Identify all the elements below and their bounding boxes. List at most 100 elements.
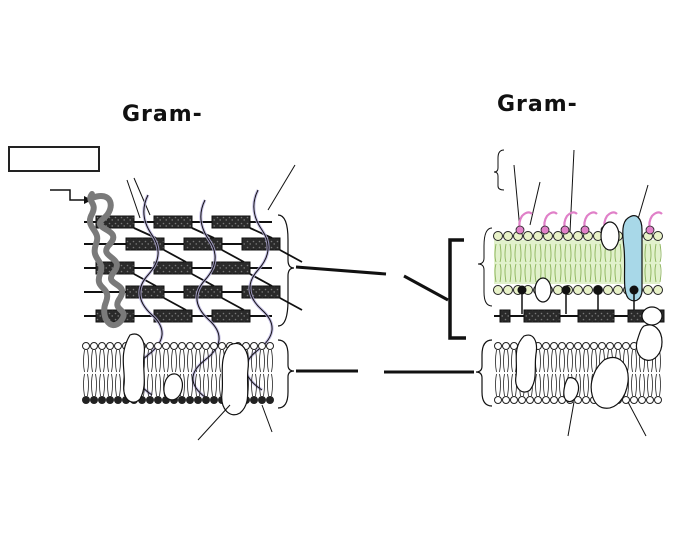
phospholipid-head-outer [114,342,122,350]
phospholipid-tails-inner [259,373,265,397]
phospholipid-head-inner [582,396,590,404]
lipid-tail-inner [554,263,562,283]
phospholipid-tails-inner [583,373,589,397]
lps-o-antigen-sugar [543,211,558,231]
phospholipid-tails-inner [631,373,637,397]
peptide-crosslink [279,297,303,311]
membrane-protein-large [590,356,629,409]
porin-protein [622,215,643,302]
peptidoglycan-block [523,309,561,323]
phospholipid-head-outer [210,342,218,350]
peptidoglycan-block [577,309,615,323]
phospholipid-head-outer [550,342,558,350]
lps-head [493,231,503,241]
phospholipid-head-inner [534,396,542,404]
phospholipid-head-outer [510,342,518,350]
small-brace-top-right [493,149,505,191]
phospholipid-tails-outer [155,349,161,373]
phospholipid-head-outer [186,342,194,350]
peptide-crosslink [163,297,187,311]
phospholipid-tails-outer [107,349,113,373]
lps-head [653,231,663,241]
lipid-tail-inner [524,263,532,283]
phospholipid-tails-inner [83,373,89,397]
membrane-protein [122,333,145,403]
peptidoglycan-block [499,309,511,323]
phospholipid-tails-outer [267,349,273,373]
peptidoglycan-block [153,215,193,229]
phospholipid-tails-outer [559,349,565,373]
phospholipid-tails-inner [91,373,97,397]
phospholipid-head-inner [210,396,218,404]
phospholipid-head-outer [566,342,574,350]
peptidoglycan-block [211,215,251,229]
lipid-tail-inner [644,263,652,283]
lps-lipid-tail [504,243,512,263]
phospholipid-head-inner [646,396,654,404]
phospholipid-tails-outer [583,349,589,373]
lipid-tail-inner [514,263,522,283]
outer-membrane-inner-head [583,285,593,295]
outer-membrane-inner-head [603,285,613,295]
phospholipid-head-inner [114,396,122,404]
phospholipid-head-outer [606,342,614,350]
phospholipid-tails-inner [203,373,209,397]
outer-membrane-inner-head [503,285,513,295]
lps-sugar-head [515,225,525,235]
phospholipid-head-inner [186,396,194,404]
phospholipid-head-inner [266,396,274,404]
phospholipid-head-inner [550,396,558,404]
left-panel [50,164,303,441]
membrane-protein [221,342,249,416]
peptide-crosslink [191,227,215,239]
phospholipid-tails-outer [147,349,153,373]
phospholipid-head-outer [162,342,170,350]
phospholipid-tails-inner [543,373,549,397]
lipid-tail-inner [504,263,512,283]
phospholipid-head-outer [502,342,510,350]
phospholipid-head-outer [250,342,258,350]
bracket-membrane-left [277,339,295,409]
phospholipid-tails-outer [551,349,557,373]
membrane-protein [515,334,538,393]
phospholipid-head-inner [98,396,106,404]
outer-membrane-inner-head [613,285,623,295]
lps-lipid-tail [534,243,542,263]
lipid-tail-inner [584,263,592,283]
phospholipid-head-inner [526,396,534,404]
peptide-crosslink [249,227,273,239]
phospholipid-tails-outer [171,349,177,373]
lipid-tail-inner [564,263,572,283]
leader-lines-top-right [513,149,649,233]
phospholipid-head-inner [654,396,662,404]
lps-head [533,231,543,241]
phospholipid-head-inner [502,396,510,404]
membrane-protein-small [563,377,580,403]
outer-membrane-inner-head [493,285,503,295]
outer-membrane-inner-head [643,285,653,295]
phospholipid-head-outer [582,342,590,350]
lps-lipid-tail [654,243,662,263]
peptidoglycan-block [211,309,251,323]
lps-lipid-tail [554,243,562,263]
leader-lines-bottom-left [197,404,273,441]
lps-sugar-head [645,225,655,235]
lps-o-antigen-sugar [563,211,578,231]
phospholipid-tails-inner [551,373,557,397]
outer-membrane-inner-head [553,285,563,295]
lps-lipid-tail [594,243,602,263]
phospholipid-head-inner [518,396,526,404]
peptidoglycan-block [153,261,193,275]
membrane-protein [635,324,663,361]
periplasmic-protein [641,306,663,326]
phospholipid-tails-outer [631,349,637,373]
phospholipid-head-outer [614,342,622,350]
phospholipid-head-outer [494,342,502,350]
outer-membrane-protein-small [534,277,552,303]
right-panel [448,149,665,437]
empty-label-box[interactable] [8,146,100,172]
phospholipid-head-inner [250,396,258,404]
lps-lipid-tail [584,243,592,263]
phospholipid-head-outer [106,342,114,350]
